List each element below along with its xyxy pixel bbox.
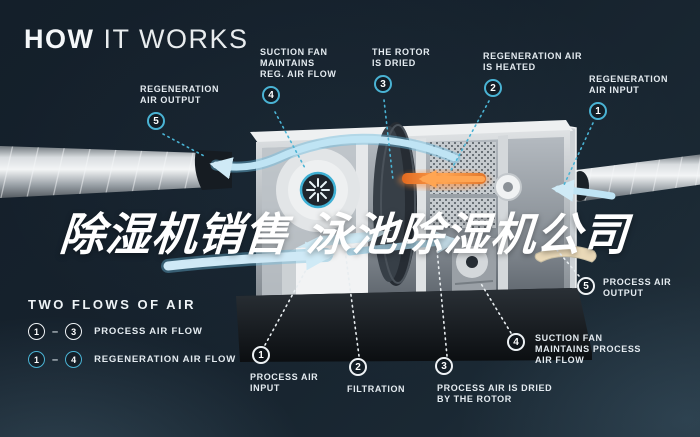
callout-label: PROCESS AIR INPUT xyxy=(250,372,319,393)
callout-regeneration-air-heated: REGENERATION AIR IS HEATED 2 xyxy=(483,51,591,97)
step-badge: 2 xyxy=(349,358,367,376)
callout-rotor-is-dried: THE ROTOR IS DRIED 3 xyxy=(372,47,444,93)
process-flow-arrow xyxy=(346,231,459,256)
legend-two-flows: TWO FLOWS OF AIR 1 – 3 PROCESS AIR FLOW … xyxy=(28,297,236,368)
legend-label: PROCESS AIR FLOW xyxy=(94,326,203,337)
process-output-elbow xyxy=(534,245,597,263)
callout-label: SUCTION FAN MAINTAINS PROCESS AIR FLOW xyxy=(535,333,642,365)
legend-badge-to: 4 xyxy=(65,351,83,368)
process-input-arrow xyxy=(163,241,335,271)
step-badge: 1 xyxy=(252,346,270,364)
step-badge: 2 xyxy=(484,79,502,97)
regeneration-output-duct xyxy=(0,146,232,198)
leader-lines xyxy=(162,99,594,357)
regeneration-input-arrow xyxy=(551,179,616,202)
legend-title: TWO FLOWS OF AIR xyxy=(28,297,197,312)
callout-suction-fan-process: 4 SUCTION FAN MAINTAINS PROCESS AIR FLOW xyxy=(507,333,647,366)
legend-badge-from: 1 xyxy=(28,351,45,368)
callout-label: REGENERATION AIR IS HEATED xyxy=(483,51,583,72)
legend-dash: – xyxy=(52,325,59,338)
callout-filtration: 2 FILTRATION xyxy=(347,358,427,395)
step-badge: 4 xyxy=(507,333,525,351)
callout-process-air-output: 5 PROCESS AIR OUTPUT xyxy=(577,277,681,299)
step-badge: 3 xyxy=(435,357,453,375)
legend-label: REGENERATION AIR FLOW xyxy=(94,354,237,365)
callout-label: SUCTION FAN MAINTAINS REG. AIR FLOW xyxy=(260,47,337,79)
legend-badge-to: 3 xyxy=(65,323,83,340)
callout-process-air-dried: 3 PROCESS AIR IS DRIED BY THE ROTOR xyxy=(435,357,565,405)
blower-fan-icon xyxy=(276,148,360,232)
chinese-overlay-text: 除湿机销售 泳池除湿机公司 xyxy=(57,208,631,261)
step-badge: 1 xyxy=(589,102,607,120)
process-fan-icon xyxy=(452,238,496,294)
callout-label: PROCESS AIR IS DRIED BY THE ROTOR xyxy=(437,383,553,404)
callout-label: PROCESS AIR OUTPUT xyxy=(603,277,672,298)
air-inlet-opening xyxy=(494,173,522,201)
base-plinth xyxy=(236,288,592,362)
title-bold: HOW xyxy=(24,24,95,54)
callout-regeneration-air-output: REGENERATION AIR OUTPUT 5 xyxy=(140,84,234,130)
callout-suction-fan-reg: SUCTION FAN MAINTAINS REG. AIR FLOW 4 xyxy=(260,47,346,104)
callout-label: THE ROTOR IS DRIED xyxy=(372,47,431,68)
callout-label: REGENERATION AIR INPUT xyxy=(589,74,669,95)
title-light: IT WORKS xyxy=(94,24,249,54)
step-badge: 4 xyxy=(262,86,280,104)
callout-regeneration-air-input: REGENERATION AIR INPUT 1 xyxy=(589,74,683,120)
page-title: HOW IT WORKS xyxy=(24,24,249,55)
legend-badge-from: 1 xyxy=(28,323,45,340)
legend-row-process: 1 – 3 PROCESS AIR FLOW xyxy=(28,323,236,340)
legend-dash: – xyxy=(52,353,59,366)
legend-row-regeneration: 1 – 4 REGENERATION AIR FLOW xyxy=(28,351,236,368)
callout-process-air-input: 1 PROCESS AIR INPUT xyxy=(250,346,332,394)
step-badge: 3 xyxy=(374,75,392,93)
step-badge: 5 xyxy=(147,112,165,130)
callout-label: FILTRATION xyxy=(347,384,406,394)
callout-label: REGENERATION AIR OUTPUT xyxy=(140,84,220,105)
step-badge: 5 xyxy=(577,277,595,295)
